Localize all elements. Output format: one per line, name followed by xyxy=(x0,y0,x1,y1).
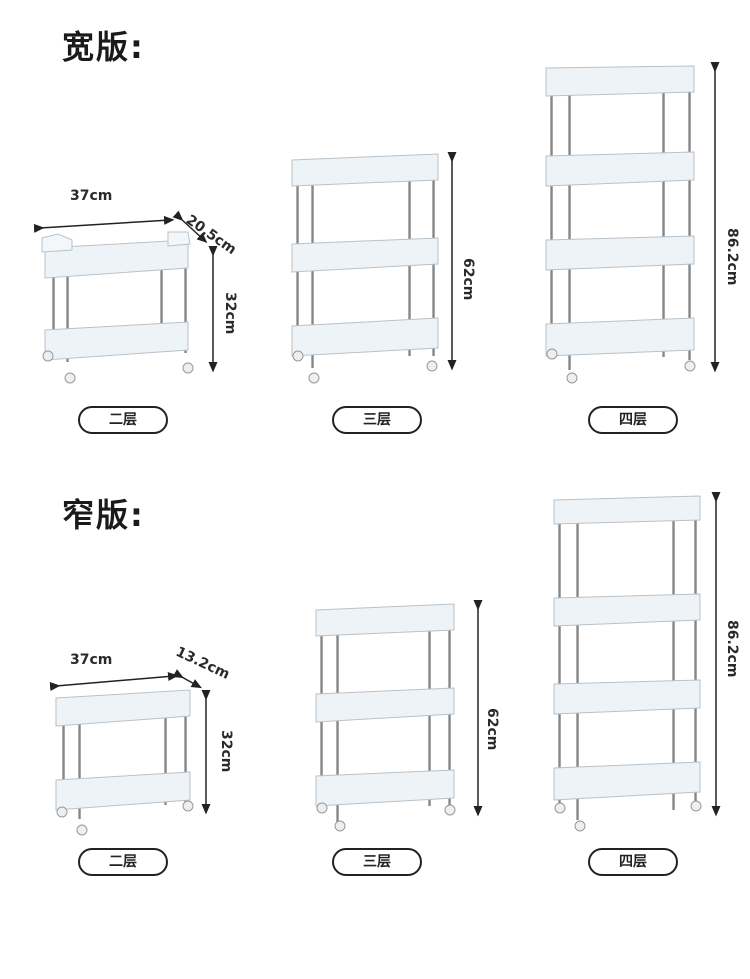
narrow-2-height-label: 32cm xyxy=(218,730,234,773)
rack-wide-2-tier xyxy=(33,210,218,384)
wide-version-heading: 宽版: xyxy=(62,28,145,66)
wide-4-height-label: 86.2cm xyxy=(724,228,740,286)
rack-wide-4-tier xyxy=(545,62,720,384)
wide-3-height-label: 62cm xyxy=(460,258,476,301)
rack-narrow-2-tier xyxy=(49,669,211,836)
wide-2-height-label: 32cm xyxy=(222,292,238,335)
wide-2-tier-pill: 二层 xyxy=(78,406,168,434)
narrow-2-width-label: 37cm xyxy=(70,652,113,668)
narrow-4-tier-pill: 四层 xyxy=(588,848,678,876)
wide-4-tier-pill: 四层 xyxy=(588,406,678,434)
narrow-3-tier-pill: 三层 xyxy=(332,848,422,876)
narrow-4-height-label: 86.2cm xyxy=(724,620,740,678)
narrow-version-heading: 窄版: xyxy=(62,496,145,534)
wide-3-tier-pill: 三层 xyxy=(332,406,422,434)
narrow-2-tier-pill: 二层 xyxy=(78,848,168,876)
rack-wide-3-tier xyxy=(291,152,457,384)
rack-narrow-3-tier xyxy=(315,600,483,832)
rack-narrow-4-tier xyxy=(553,492,721,832)
narrow-3-height-label: 62cm xyxy=(484,708,500,751)
wide-2-width-label: 37cm xyxy=(70,188,113,204)
